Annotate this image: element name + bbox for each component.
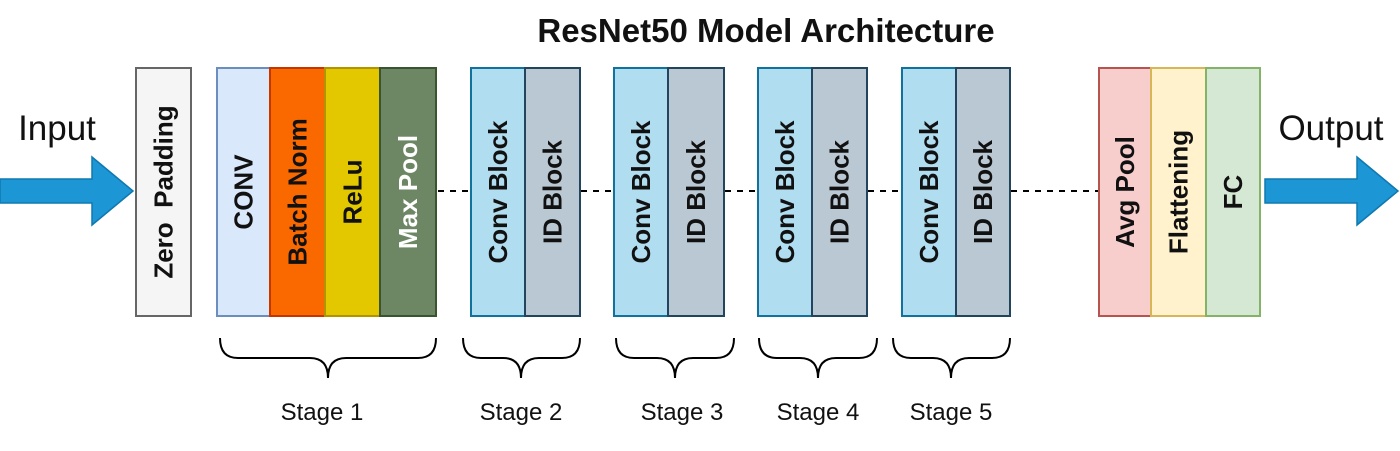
id-block-label: ID Block xyxy=(681,139,711,244)
id-block xyxy=(811,67,868,317)
max-pool-layer xyxy=(379,67,437,317)
fc-layer xyxy=(1205,67,1261,317)
stage-1-brace xyxy=(219,337,437,379)
stage-5-label: Stage 5 xyxy=(910,399,993,426)
conv-block xyxy=(901,67,957,317)
stage-3-label: Stage 3 xyxy=(641,399,724,426)
id-block xyxy=(524,67,581,317)
id-block xyxy=(955,67,1011,317)
id-block-label: ID Block xyxy=(968,139,998,244)
conv-block-label: Conv Block xyxy=(914,120,944,264)
conv-label: CONV xyxy=(229,154,259,230)
input-label: Input xyxy=(18,109,96,148)
stage-1-label: Stage 1 xyxy=(281,399,364,426)
conv-layer xyxy=(216,67,271,317)
avg-pool-label: Avg Pool xyxy=(1110,136,1140,248)
flattening-label: Flattening xyxy=(1164,130,1194,254)
batch-norm-layer xyxy=(269,67,326,317)
fc-label: FC xyxy=(1218,174,1248,209)
diagram-title: ResNet50 Model Architecture xyxy=(537,12,994,49)
input-arrow-icon xyxy=(0,155,135,227)
output-arrow-icon xyxy=(1264,155,1400,227)
conv-block xyxy=(757,67,813,317)
stage-3-brace xyxy=(615,337,735,379)
stage-2-label: Stage 2 xyxy=(480,399,563,426)
id-block-label: ID Block xyxy=(538,139,568,244)
zero-padding-layer xyxy=(135,67,192,317)
conv-block-label: Conv Block xyxy=(626,120,656,264)
zero-padding-label: Zero Padding xyxy=(149,105,179,278)
id-block xyxy=(667,67,725,317)
max-pool-label: Max Pool xyxy=(393,135,423,249)
output-label: Output xyxy=(1278,109,1383,148)
stage-4-brace xyxy=(758,337,878,379)
conv-block xyxy=(613,67,669,317)
stage-5-brace xyxy=(892,337,1011,379)
conv-block-label: Conv Block xyxy=(483,120,513,264)
batch-norm-label: Batch Norm xyxy=(283,118,313,265)
relu-label: ReLu xyxy=(338,160,368,225)
avg-pool-layer xyxy=(1098,67,1152,317)
stage-2-brace xyxy=(462,337,581,379)
conv-block xyxy=(470,67,526,317)
id-block-label: ID Block xyxy=(825,139,855,244)
stage-4-label: Stage 4 xyxy=(777,399,860,426)
conv-block-label: Conv Block xyxy=(770,120,800,264)
